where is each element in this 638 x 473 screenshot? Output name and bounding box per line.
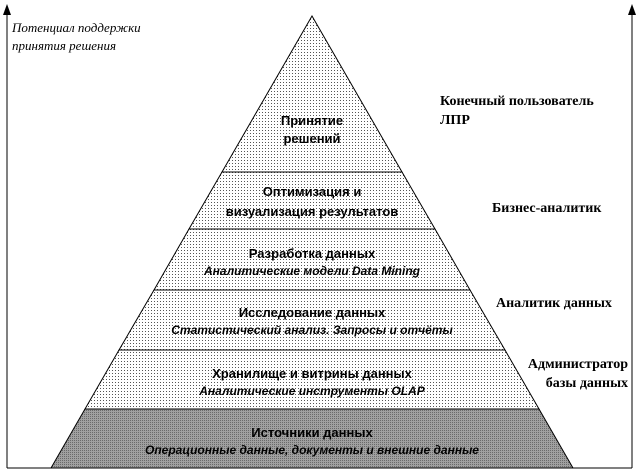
level-3-subtitle: Аналитические модели Data Mining — [203, 264, 421, 278]
level-1-title: Принятие — [281, 113, 343, 128]
level-optimization — [188, 171, 436, 230]
level-6-subtitle: Операционные данные, документы и внешние… — [145, 443, 479, 457]
level-data-sources — [50, 408, 574, 469]
right-axis-arrowhead — [628, 4, 636, 15]
level-5-subtitle: Аналитические инструменты OLAP — [198, 384, 425, 398]
level-1-subtitle: решений — [283, 131, 340, 146]
level-data-exploration — [118, 289, 506, 351]
axis-caption-line1: Потенциал поддержки — [11, 20, 141, 35]
level-2-title: Оптимизация и — [263, 184, 362, 199]
role-end-user-line2: ЛПР — [440, 113, 470, 128]
role-admin-line2: базы данных — [546, 376, 628, 391]
role-end-user-line1: Конечный пользователь — [440, 94, 594, 109]
role-admin-line1: Администратор — [528, 357, 628, 372]
level-6-title: Источники данных — [251, 425, 373, 440]
level-decision-making — [221, 14, 403, 173]
level-4-title: Исследование данных — [239, 305, 386, 320]
level-4-subtitle: Статистический анализ. Запросы и отчёты — [171, 323, 453, 337]
level-3-title: Разработка данных — [249, 246, 376, 261]
role-data-analyst: Аналитик данных — [496, 296, 612, 311]
left-axis-arrowhead — [3, 4, 11, 15]
role-business-analyst: Бизнес-аналитик — [492, 201, 602, 216]
level-2-subtitle: визуализация результатов — [226, 204, 399, 219]
level-5-title: Хранилище и витрины данных — [212, 366, 412, 381]
axis-caption-line2: принятия решения — [12, 38, 116, 53]
